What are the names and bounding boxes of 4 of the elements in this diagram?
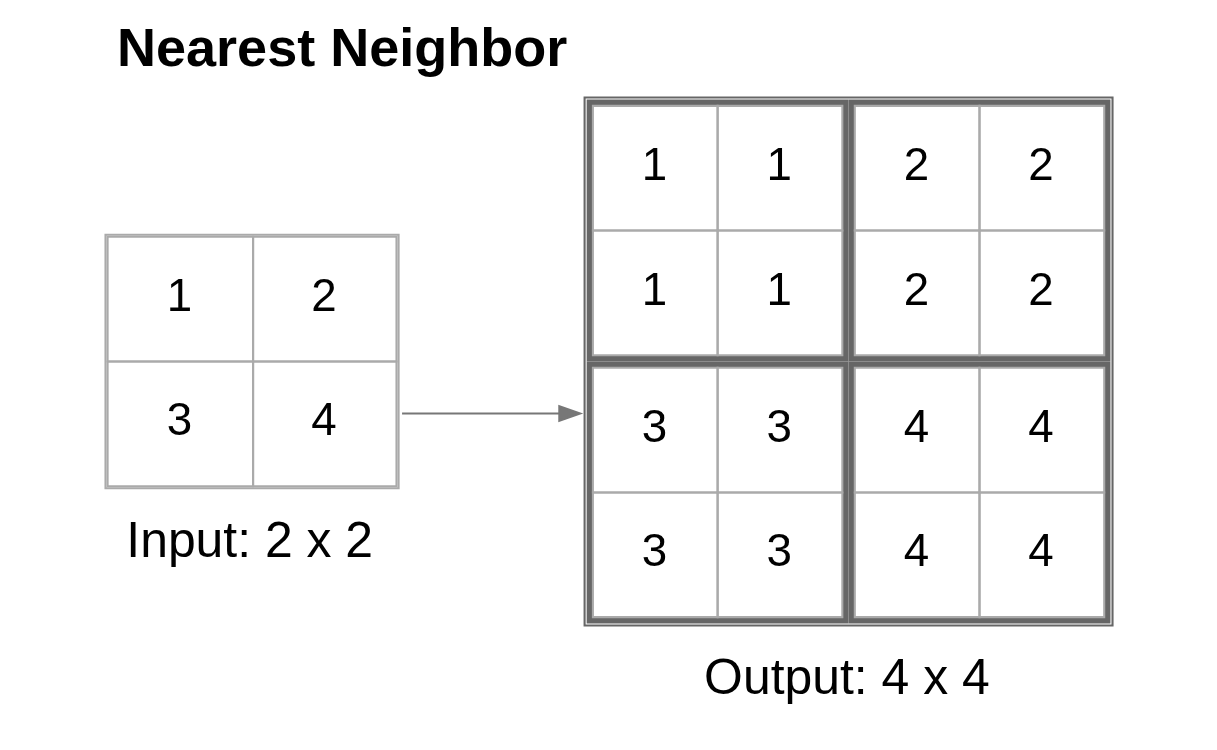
diagram-title: Nearest Neighbor [116,16,568,77]
node-label: Output: 4 x 4 [704,649,990,706]
node-label: Input: 2 x 2 [126,512,374,569]
arrow [402,404,584,423]
